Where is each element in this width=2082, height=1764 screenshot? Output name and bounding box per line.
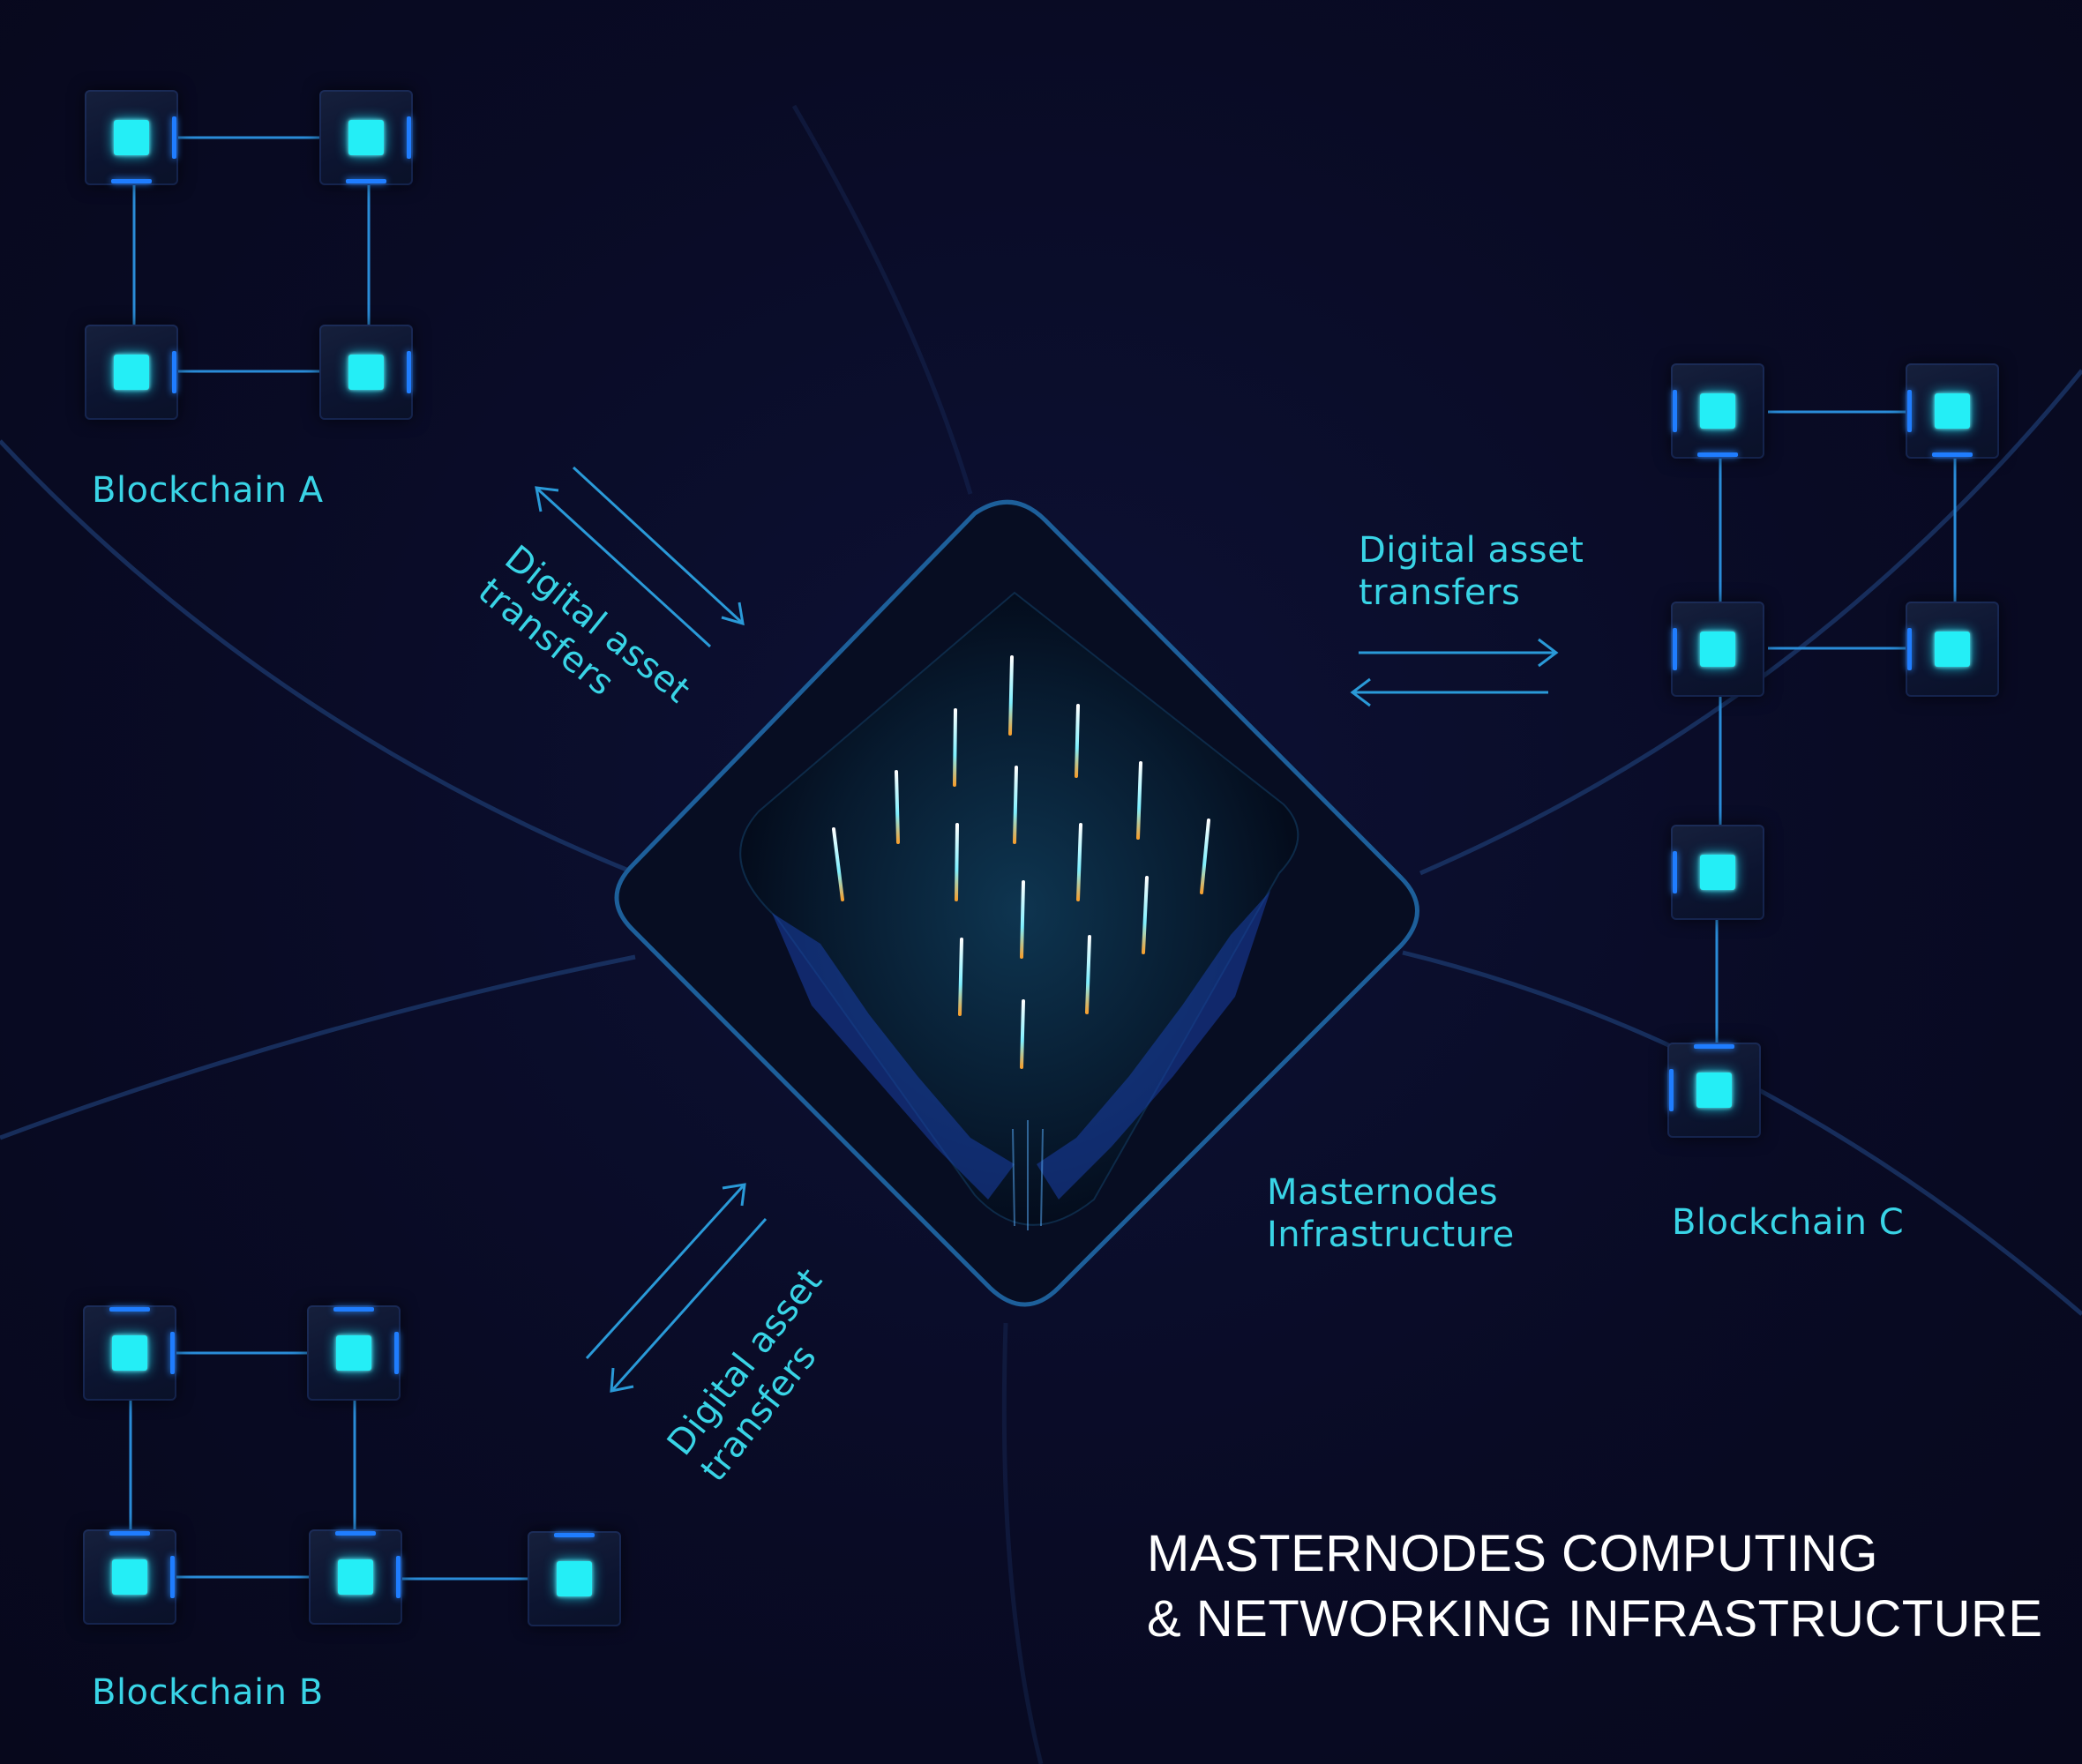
block-node xyxy=(1667,1043,1761,1138)
masternode-chip-icon xyxy=(614,499,1419,1307)
block-node xyxy=(83,1529,176,1625)
title-line2: & NETWORKING INFRASTRUCTURE xyxy=(1147,1590,2043,1648)
block-node xyxy=(1671,825,1764,920)
transfer-arrows xyxy=(535,466,1559,1393)
blockchain-c-label: Blockchain C xyxy=(1672,1202,1905,1243)
blockchain-a-label: Blockchain A xyxy=(92,470,324,511)
block-node xyxy=(1671,602,1764,697)
transfer-label-c-line1: Digital asset xyxy=(1359,530,1584,571)
block-node xyxy=(319,90,413,185)
blockchain-b-label: Blockchain B xyxy=(92,1672,324,1713)
title-line1: MASTERNODES COMPUTING xyxy=(1147,1525,1878,1582)
block-node xyxy=(1906,363,1999,459)
block-node xyxy=(528,1531,621,1626)
block-node xyxy=(309,1529,402,1625)
masternodes-label-line2: Infrastructure xyxy=(1267,1215,1515,1255)
masternodes-label-line1: Masternodes xyxy=(1267,1172,1499,1213)
block-node xyxy=(85,90,178,185)
transfer-label-c: Digital asset transfers xyxy=(1359,529,1584,614)
blockchain-c-links xyxy=(1715,410,1957,1043)
block-node xyxy=(85,325,178,420)
background-arcs xyxy=(0,104,2082,1764)
block-node xyxy=(1906,602,1999,697)
block-node xyxy=(307,1305,401,1401)
blockchain-a-links xyxy=(132,136,371,373)
block-node xyxy=(319,325,413,420)
transfer-label-c-line2: transfers xyxy=(1359,572,1521,613)
masternodes-label: Masternodes Infrastructure xyxy=(1267,1171,1515,1256)
block-node xyxy=(1671,363,1764,459)
blockchain-b-links xyxy=(129,1351,528,1581)
block-node xyxy=(83,1305,176,1401)
diagram-title: MASTERNODES COMPUTING & NETWORKING INFRA… xyxy=(1147,1521,2043,1652)
